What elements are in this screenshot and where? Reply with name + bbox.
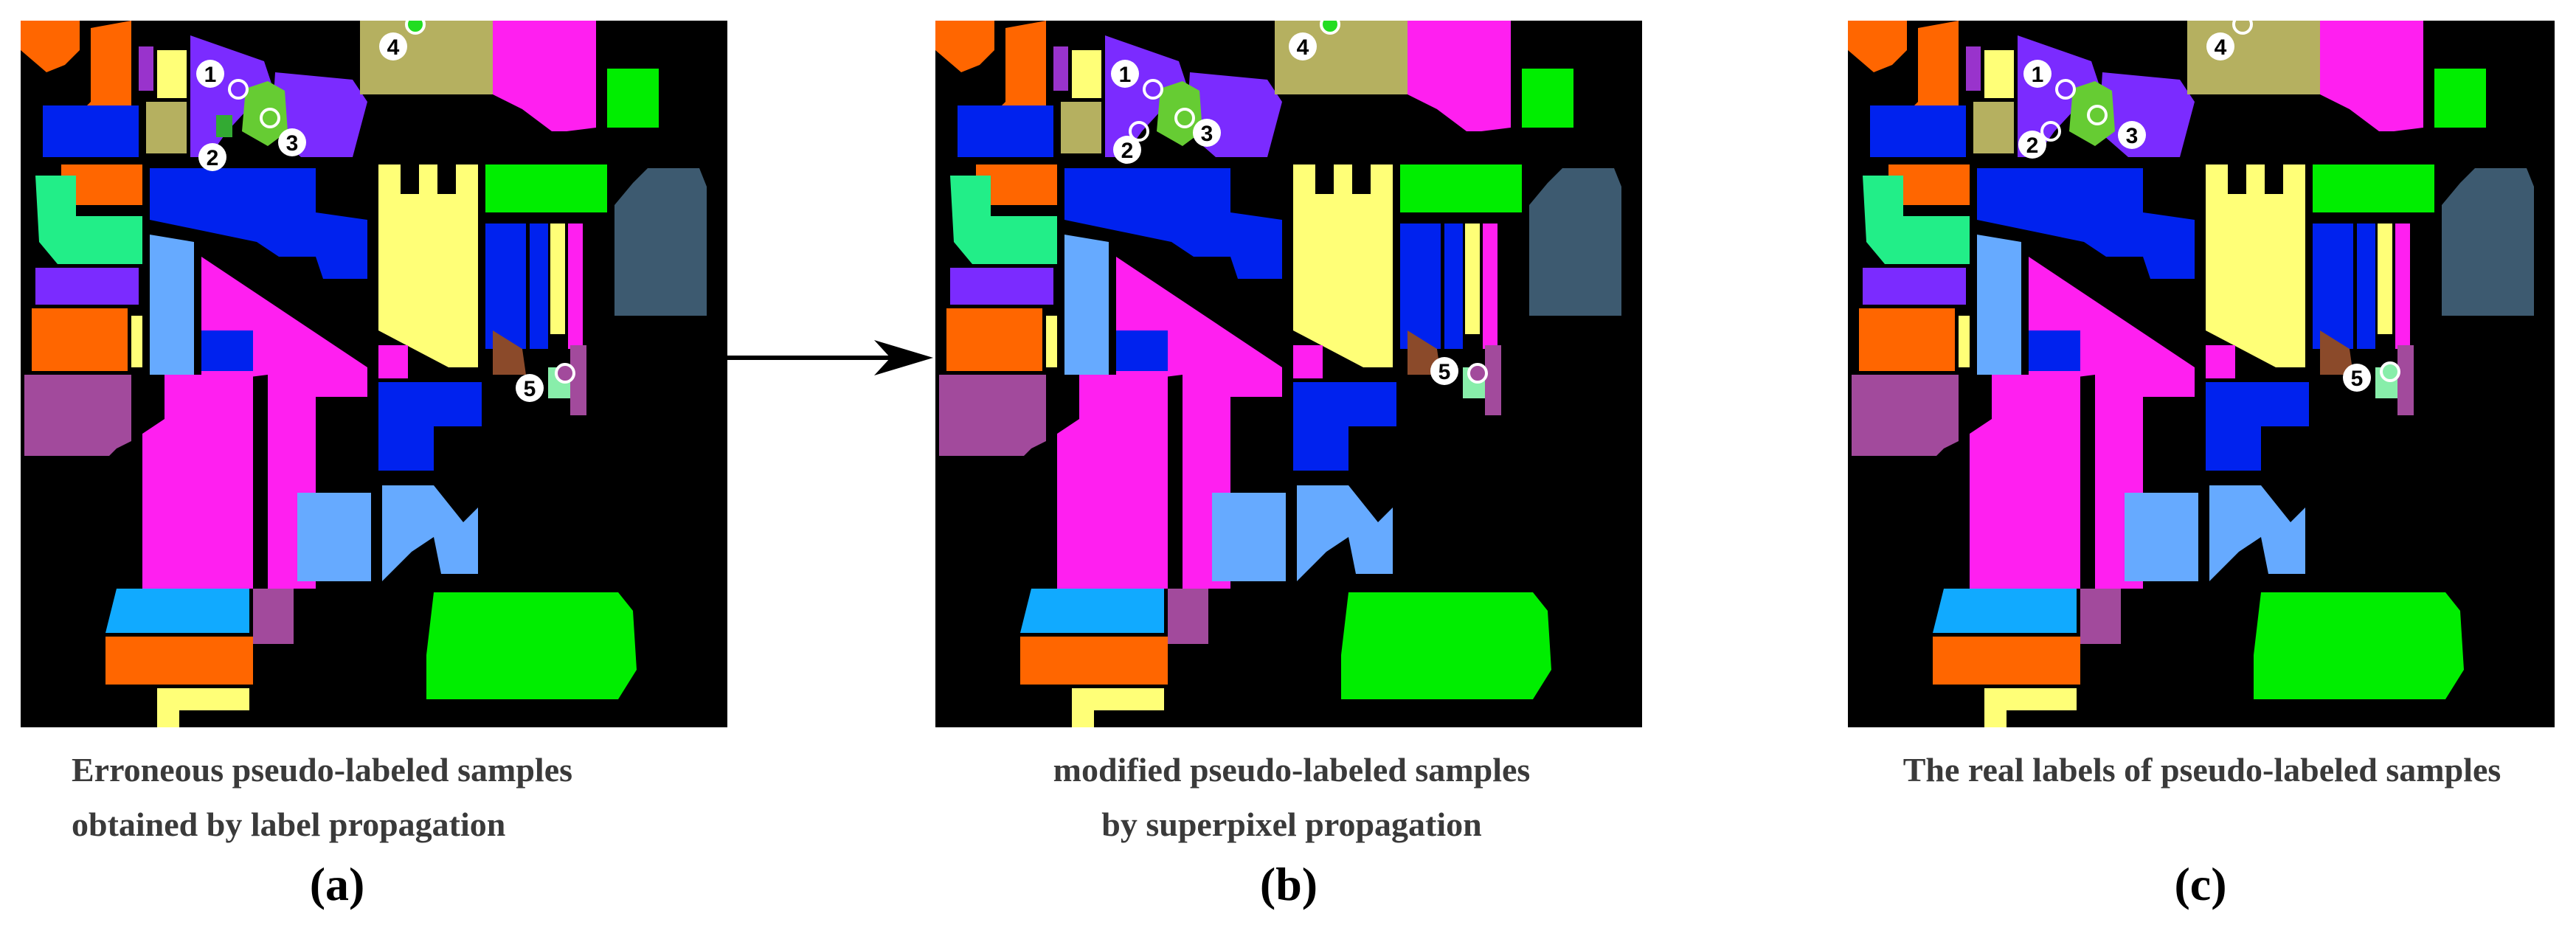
markers-overlay-b: 1 2 3 4 5 <box>1111 21 1488 385</box>
sublabel-c: (c) <box>2174 858 2227 910</box>
marker-4-label: 4 <box>387 35 400 60</box>
marker-1-label: 1 <box>1119 63 1132 87</box>
markers-overlay-a: 1 2 3 4 5 <box>196 21 575 402</box>
sample-point-4 <box>405 21 426 35</box>
caption-b: modified pseudo-labeled samples by super… <box>1008 743 1576 852</box>
caption-b-line1: modified pseudo-labeled samples <box>1053 751 1531 789</box>
marker-3: 3 <box>1193 119 1221 147</box>
marker-1: 1 <box>1111 60 1139 88</box>
marker-5-label: 5 <box>1438 360 1451 384</box>
markers-overlay-c: 1 2 3 4 5 <box>2018 21 2400 392</box>
marker-4-label: 4 <box>1297 35 1309 60</box>
caption-a-line2: obtained by label propagation <box>72 806 506 843</box>
lime-region <box>2069 81 2115 146</box>
lime-region <box>1157 81 1202 146</box>
marker-3-label: 3 <box>1201 122 1213 146</box>
marker-4-label: 4 <box>2215 35 2227 60</box>
caption-a-line1: Erroneous pseudo-labeled samples <box>72 751 573 789</box>
caption-b-line2: by superpixel propagation <box>1101 806 1482 843</box>
sample-point-5 <box>1467 363 1488 384</box>
marker-2-label: 2 <box>1121 139 1134 163</box>
sample-point-2 <box>1129 121 1149 142</box>
sample-point-4 <box>1320 21 1340 35</box>
marker-5-label: 5 <box>524 377 536 401</box>
marker-1: 1 <box>2023 60 2052 88</box>
sublabel-b: (b) <box>1259 858 1318 910</box>
marker-3-label: 3 <box>286 131 299 156</box>
marker-2-label: 2 <box>2026 134 2039 158</box>
sample-point-3 <box>260 108 280 128</box>
sample-point-3 <box>2087 105 2108 125</box>
marker-5: 5 <box>2343 364 2371 392</box>
marker-2-label: 2 <box>207 146 219 170</box>
marker-2: 2 <box>2018 131 2046 159</box>
marker-1: 1 <box>196 60 224 88</box>
marker-4: 4 <box>2206 32 2234 60</box>
sample-point-1 <box>228 79 249 100</box>
marker-1-label: 1 <box>2032 63 2044 87</box>
marker-2: 2 <box>1113 136 1141 164</box>
sample-point-5 <box>555 363 575 384</box>
marker-3-label: 3 <box>2126 124 2139 148</box>
sample-point-5 <box>2380 361 2400 382</box>
map-panel-b <box>935 21 1642 727</box>
marker-1-label: 1 <box>204 63 217 87</box>
erroneous-patch <box>216 115 232 137</box>
marker-2: 2 <box>198 143 226 171</box>
marker-5-label: 5 <box>2351 367 2364 391</box>
sample-point-4 <box>2232 21 2253 35</box>
marker-4: 4 <box>379 32 407 60</box>
marker-3: 3 <box>278 128 306 156</box>
marker-4: 4 <box>1289 32 1317 60</box>
marker-5: 5 <box>516 374 544 402</box>
sample-point-1 <box>2055 79 2076 100</box>
caption-a: Erroneous pseudo-labeled samples obtaine… <box>72 743 572 852</box>
sublabel-a: (a) <box>309 858 365 910</box>
map-panel-a <box>21 21 727 727</box>
caption-c-line1: The real labels of pseudo-labeled sample… <box>1902 751 2501 789</box>
sample-point-1 <box>1143 79 1163 100</box>
sample-point-2 <box>2040 121 2061 142</box>
transition-arrow <box>727 340 933 375</box>
marker-5: 5 <box>1430 357 1458 385</box>
lime-region <box>242 81 288 146</box>
caption-c: The real labels of pseudo-labeled sample… <box>1844 743 2560 797</box>
marker-3: 3 <box>2118 121 2146 149</box>
sample-point-3 <box>1174 108 1195 128</box>
